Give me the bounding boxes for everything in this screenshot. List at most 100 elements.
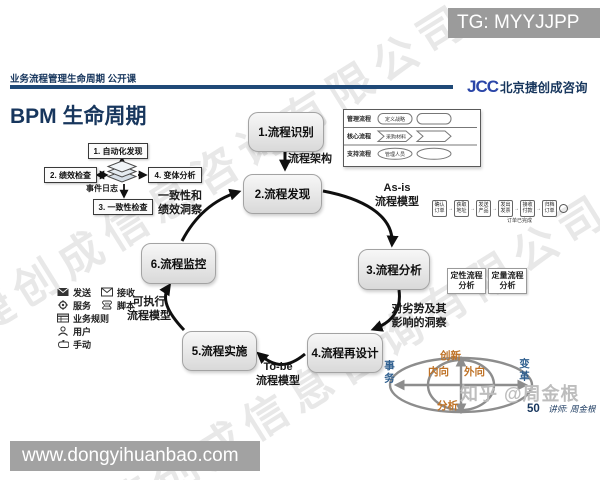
chain-step-line: 产品 — [478, 207, 489, 214]
chain-arrow-icon: → — [514, 205, 519, 212]
label-asis-model: As-is 流程模型 — [370, 182, 424, 210]
compass-transaction-label: 事务 — [383, 360, 395, 385]
chain-arrow-icon: → — [448, 205, 453, 212]
legend-service-label: 服务 — [73, 300, 92, 311]
compass-inward-label: 内向 — [428, 366, 449, 378]
chain-step-line: 订单 — [434, 207, 445, 214]
legend-script-label: 脚本 — [117, 300, 136, 311]
compass-outward-label: 外向 — [464, 366, 485, 378]
arch-row-core-label: 核心流程 — [347, 133, 371, 141]
legend-send-label: 发送 — [73, 287, 92, 298]
arch-row-management-item: 定义战略 — [385, 116, 405, 123]
chain-step-line: 获取 — [456, 201, 467, 208]
script-scroll-icon — [102, 300, 112, 310]
label-weakness-line1: 对劣势及其 — [391, 303, 447, 315]
label-tobe-line2: 流程模型 — [256, 374, 300, 387]
event-log-label: 事件日志 — [86, 184, 118, 193]
chain-step: 获取地址 — [454, 200, 469, 217]
page-title: BPM 生命周期 — [10, 105, 147, 128]
label-tobe-line1: To-be — [263, 361, 293, 373]
header-divider — [10, 85, 453, 89]
chain-step: 发送产品 — [476, 200, 491, 217]
chain-step-line: 发送 — [478, 201, 489, 208]
logo-abbr: JCC — [467, 77, 499, 96]
page-number: 50 — [527, 403, 540, 415]
label-asis-line1: As-is — [383, 182, 411, 194]
label-executable-line2: 流程模型 — [127, 309, 171, 322]
arch-row-support-label: 支持流程 — [346, 150, 371, 158]
legend-row: 业务规则 — [57, 312, 141, 324]
service-gear-icon — [58, 300, 68, 310]
stage-process-identification: 1.流程识别 — [248, 112, 324, 152]
chain-step-line: 接收 — [522, 201, 533, 208]
qualitative-analysis-box: 定性流程 分析 — [447, 268, 486, 294]
mining-box-performance: 2. 绩效检查 — [44, 167, 97, 183]
label-executable-model: 可执行 流程模型 — [124, 296, 174, 324]
task-type-legend: 发送 接收 服务 脚本 业务规则 用户 手动 — [57, 286, 141, 351]
business-rule-table-icon — [57, 313, 69, 323]
mining-box-conformance: 3. 一致性检查 — [93, 199, 153, 215]
chain-step: 确认订单 — [432, 200, 447, 217]
arch-row-management-label: 管理流程 — [347, 115, 371, 123]
legend-row: 发送 接收 — [57, 286, 141, 298]
tg-contact-badge: TG: MYYJJPP — [448, 8, 600, 38]
stage-process-analysis: 3.流程分析 — [358, 249, 430, 290]
stage-process-monitoring: 6.流程监控 — [141, 243, 216, 284]
label-asis-line2: 流程模型 — [375, 195, 419, 208]
chain-arrow-icon: → — [536, 205, 541, 212]
compass-transformation-label: 变革 — [518, 358, 530, 383]
site-url-bar: www.dongyihuanbao.com — [10, 441, 260, 471]
label-tobe-model: To-be 流程模型 — [250, 361, 306, 389]
chain-arrow-icon: → — [492, 205, 497, 212]
logo-name: 北京捷创成咨询 — [500, 81, 588, 95]
chain-step-line: 归档 — [544, 201, 555, 208]
label-insight-line1: 一致性和 — [158, 190, 202, 202]
event-log-icon — [106, 160, 138, 183]
compass-innovation-label: 创新 — [440, 350, 461, 362]
quantitative-analysis-box: 定量流程 分析 — [488, 268, 527, 294]
asis-process-chain: 确认订单 → 获取地址 → 发送产品 → 发出发票 → 接收付款 → 归档订单 — [432, 200, 568, 217]
legend-receive-label: 接收 — [117, 287, 136, 298]
chain-step-line: 发票 — [500, 207, 511, 214]
quantitative-line1: 定量流程 — [491, 270, 524, 280]
chain-step-line: 订单 — [544, 207, 555, 214]
user-icon — [58, 326, 68, 336]
legend-manual-label: 手动 — [73, 339, 92, 350]
course-label: 业务流程管理生命周期 公开课 — [10, 74, 137, 85]
manual-hand-icon — [58, 340, 69, 348]
chain-step: 发出发票 — [498, 200, 513, 217]
company-logo: JCC 北京捷创成咨询 — [467, 77, 588, 97]
legend-row: 服务 脚本 — [57, 299, 141, 311]
label-insight-line2: 绩效洞察 — [158, 203, 202, 216]
chain-step: 归档订单 — [542, 200, 557, 217]
label-executable-line1: 可执行 — [132, 296, 166, 308]
mining-box-variants: 4. 变体分析 — [148, 167, 202, 183]
label-conformance-insight: 一致性和 绩效洞察 — [156, 190, 204, 218]
legend-user-label: 用户 — [73, 326, 92, 337]
quantitative-line2: 分析 — [499, 281, 516, 290]
label-weakness-insight: 对劣势及其 影响的洞察 — [391, 303, 447, 331]
mining-box-discovery: 1. 自动化发现 — [88, 143, 148, 159]
qualitative-line1: 定性流程 — [450, 270, 483, 280]
chain-arrow-icon: → — [470, 205, 475, 212]
stage-process-implementation: 5.流程实施 — [182, 331, 257, 371]
chain-end-label: 订单已完成 — [507, 218, 533, 224]
compass-analysis-label: 分析 — [437, 400, 458, 412]
arch-row-core-item: 采购材料 — [386, 134, 406, 141]
stage-process-discovery: 2.流程发现 — [243, 174, 322, 214]
receive-envelope-icon — [101, 287, 114, 297]
chain-step-line: 地址 — [456, 207, 467, 214]
label-process-architecture: 流程架构 — [288, 153, 332, 165]
chain-step-line: 付款 — [522, 207, 533, 214]
chain-end-event-icon — [559, 204, 568, 213]
qualitative-line2: 分析 — [458, 281, 475, 290]
chain-step-line: 确认 — [434, 201, 445, 208]
arch-row-support-item: 管理人员 — [385, 151, 405, 158]
lecturer-credit: 讲师: 周金根 — [548, 404, 596, 414]
architecture-panel-graphic: 管理流程 定义战略 核心流程 采购材料 支持流程 管理人员 — [344, 113, 477, 160]
chain-step-line: 发出 — [500, 201, 511, 208]
stage-process-redesign: 4.流程再设计 — [307, 333, 383, 373]
chain-step: 接收付款 — [520, 200, 535, 217]
label-weakness-line2: 影响的洞察 — [391, 316, 447, 329]
